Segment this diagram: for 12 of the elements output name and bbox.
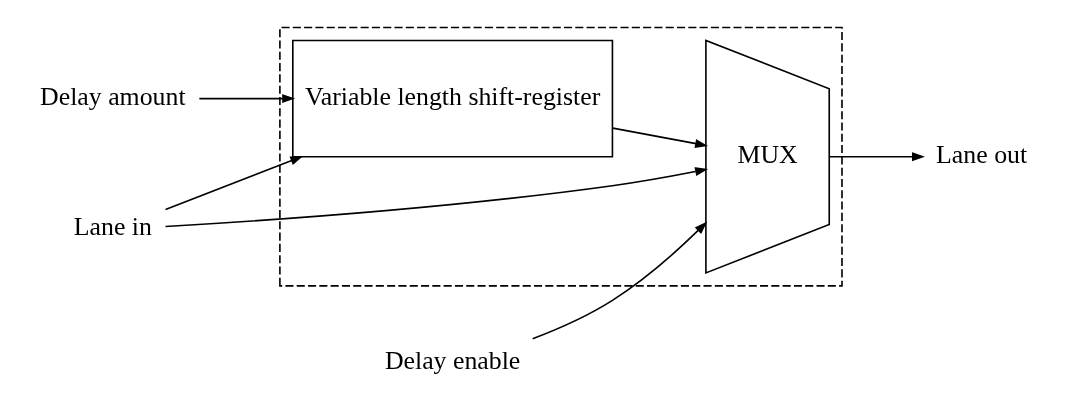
arrow: [164, 155, 304, 211]
node-box: MUX: [705, 39, 831, 275]
arrow: [198, 94, 296, 104]
arrow: [828, 152, 925, 162]
node-text: Lane out: [936, 139, 1028, 169]
arrow: [531, 221, 708, 340]
node-text: Delay enable: [384, 346, 521, 376]
node-text: Lane in: [73, 212, 152, 242]
arrow: [612, 127, 709, 148]
node-box: Variable length shift-register: [292, 39, 614, 158]
node-text: Delay amount: [40, 81, 186, 111]
arrow: [164, 167, 709, 228]
